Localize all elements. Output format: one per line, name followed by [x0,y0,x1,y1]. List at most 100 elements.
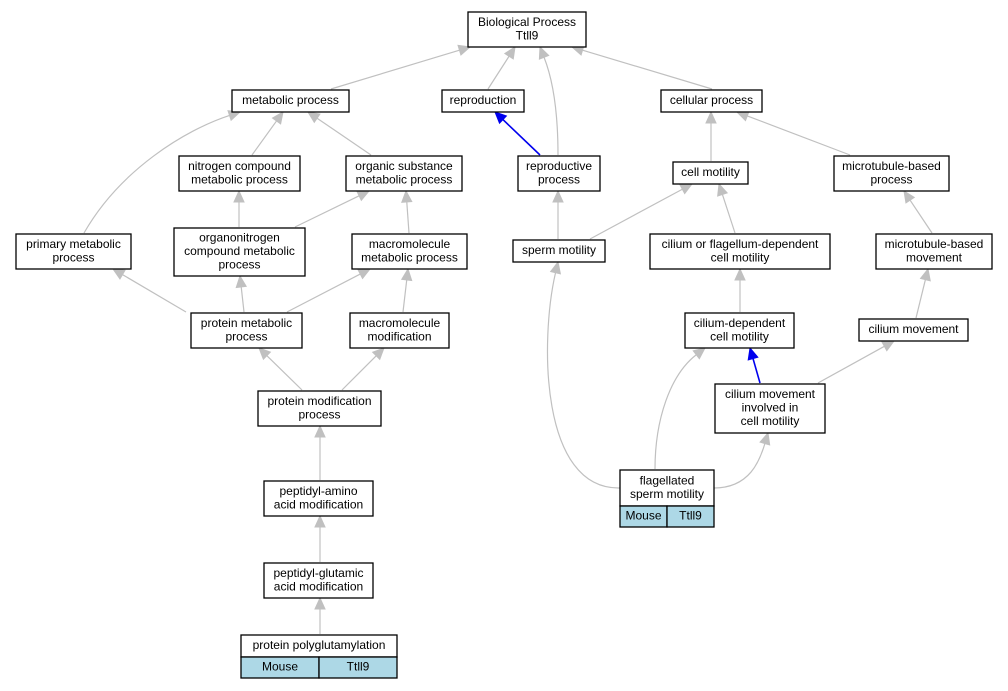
edge-flagellated-to-sperm [546,272,621,489]
node-metabolic-label-line: metabolic process [242,93,339,107]
edge-metabolic-to-bp-arrowhead [457,44,472,56]
node-reproduction-box [441,89,525,113]
edge-proteinmod-to-proteinmeta [266,355,303,391]
node-flagellated-label-line: sperm motility [630,487,704,501]
node-sperm-box [512,239,606,263]
node-cellular-label-line: cellular process [670,93,753,107]
node-macromolecule-box [351,233,468,270]
node-mtmovement-label-line: movement [906,250,963,264]
node-organonitrogen-label-line: organonitrogen [199,231,280,245]
node-ciliummove-box [858,318,969,342]
node-polyglu-annotation-text: Ttll9 [347,660,370,674]
edge-flagellated-to-ciliuminv-arrowhead [759,431,771,446]
node-peptidylglu-box [263,562,374,599]
edge-ciliumdep-to-ciliumflag-arrowhead [734,267,746,281]
edge-proteinmod-to-macromod [341,355,377,391]
node-macromod-label-line: macromolecule [359,316,441,330]
node-metabolic: metabolic process [231,89,350,113]
edge-metabolic-to-bp [330,49,460,90]
edge-macromod-to-macromolecule [402,279,408,313]
node-reproduction: reproduction [441,89,525,113]
edge-ciliumflag-to-cellmotility [721,194,736,234]
node-proteinmod-label-line: protein modification [267,394,371,408]
node-flagellated-label-line: flagellated [640,473,695,487]
node-ciliummove-label-line: cilium movement [868,322,959,336]
node-ciliuminv-box [714,383,826,434]
edge-proteinmeta-to-organonitrogen-arrowhead [235,274,248,289]
node-polyglu-annotation-text: Mouse [262,660,298,674]
node-proteinmod-label-line: process [298,407,340,421]
edge-reproductive-to-bp-arrowhead [538,45,550,60]
edge-sperm-to-cellmotility [589,188,683,240]
edge-reproductive-to-reproduction [502,119,541,156]
node-ciliumdep-box [684,312,795,349]
edge-ciliuminv-to-ciliummove [817,345,885,384]
node-proteinmeta-box [190,312,303,349]
edge-macromod-to-macromolecule-arrowhead [400,267,413,282]
node-reproductive-label-line: process [538,172,580,186]
node-organic-box [345,155,463,192]
node-sperm-label-line: sperm motility [522,243,596,257]
edge-proteinmeta-to-primary [122,274,187,313]
node-primary-box [15,233,132,270]
edge-mtmovement-to-mtbased [909,199,933,234]
node-ciliuminv-label-line: cilium movement [725,387,816,401]
node-polyglu-label-line: protein polyglutamylation [253,638,386,652]
edge-proteinmeta-to-macromolecule [286,273,361,313]
node-macromolecule-label-line: metabolic process [361,250,458,264]
edge-proteinmod-to-proteinmeta-arrowhead [258,347,272,361]
node-ciliumflag-label-line: cell motility [711,250,770,264]
node-cellular-box [660,89,763,113]
edge-flagellated-to-ciliumdep [654,354,697,470]
edge-reproductive-to-bp [543,57,559,156]
edge-ciliuminv-to-ciliummove-arrowhead [881,340,896,352]
node-peptidylglu-label-line: acid modification [274,579,363,593]
node-ciliuminv-label-line: cell motility [741,414,800,428]
node-mtbased-label-line: microtubule-based [842,159,941,173]
edge-proteinmeta-to-primary-arrowhead [111,268,126,280]
edge-ciliummove-to-mtmovement [915,279,926,319]
edge-flagellated-to-sperm-arrowhead [549,260,562,275]
node-ciliumdep-label-line: cilium-dependent [694,316,786,330]
edge-ciliumflag-to-cellmotility-arrowhead [717,182,729,197]
node-cellmotility-label-line: cell motility [681,165,740,179]
node-nitrogen-label-line: nitrogen compound [188,159,291,173]
edge-reproductive-to-reproduction-arrowhead [494,111,508,125]
node-organic-label-line: metabolic process [356,172,453,186]
edge-reproduction-to-bp-arrowhead [503,45,516,60]
edge-ciliuminv-to-ciliumdep-arrowhead [747,346,759,361]
node-nitrogen-label-line: metabolic process [191,172,288,186]
node-peptidylamino-label-line: acid modification [274,497,363,511]
node-bp-label-line: Ttll9 [516,28,539,42]
edge-flagellated-to-ciliuminv [713,443,766,489]
node-ciliummove: cilium movement [858,318,969,342]
node-polyglu-annotation-cell [318,656,398,679]
node-bp-label-line: Biological Process [478,15,576,29]
edge-proteinmeta-to-macromolecule-arrowhead [357,268,372,280]
node-sperm: sperm motility [512,239,606,263]
node-flagellated-annotation-cell [666,505,715,528]
edge-organic-to-metabolic [316,117,372,156]
node-organonitrogen-label-line: compound metabolic [184,244,295,258]
node-proteinmeta-label-line: protein metabolic [201,316,292,330]
node-macromod-box [349,312,450,349]
edge-peptidylamino-to-proteinmod-arrowhead [314,424,326,438]
edge-cellmotility-to-cellular-arrowhead [705,110,717,124]
node-peptidylamino-box [263,480,374,517]
